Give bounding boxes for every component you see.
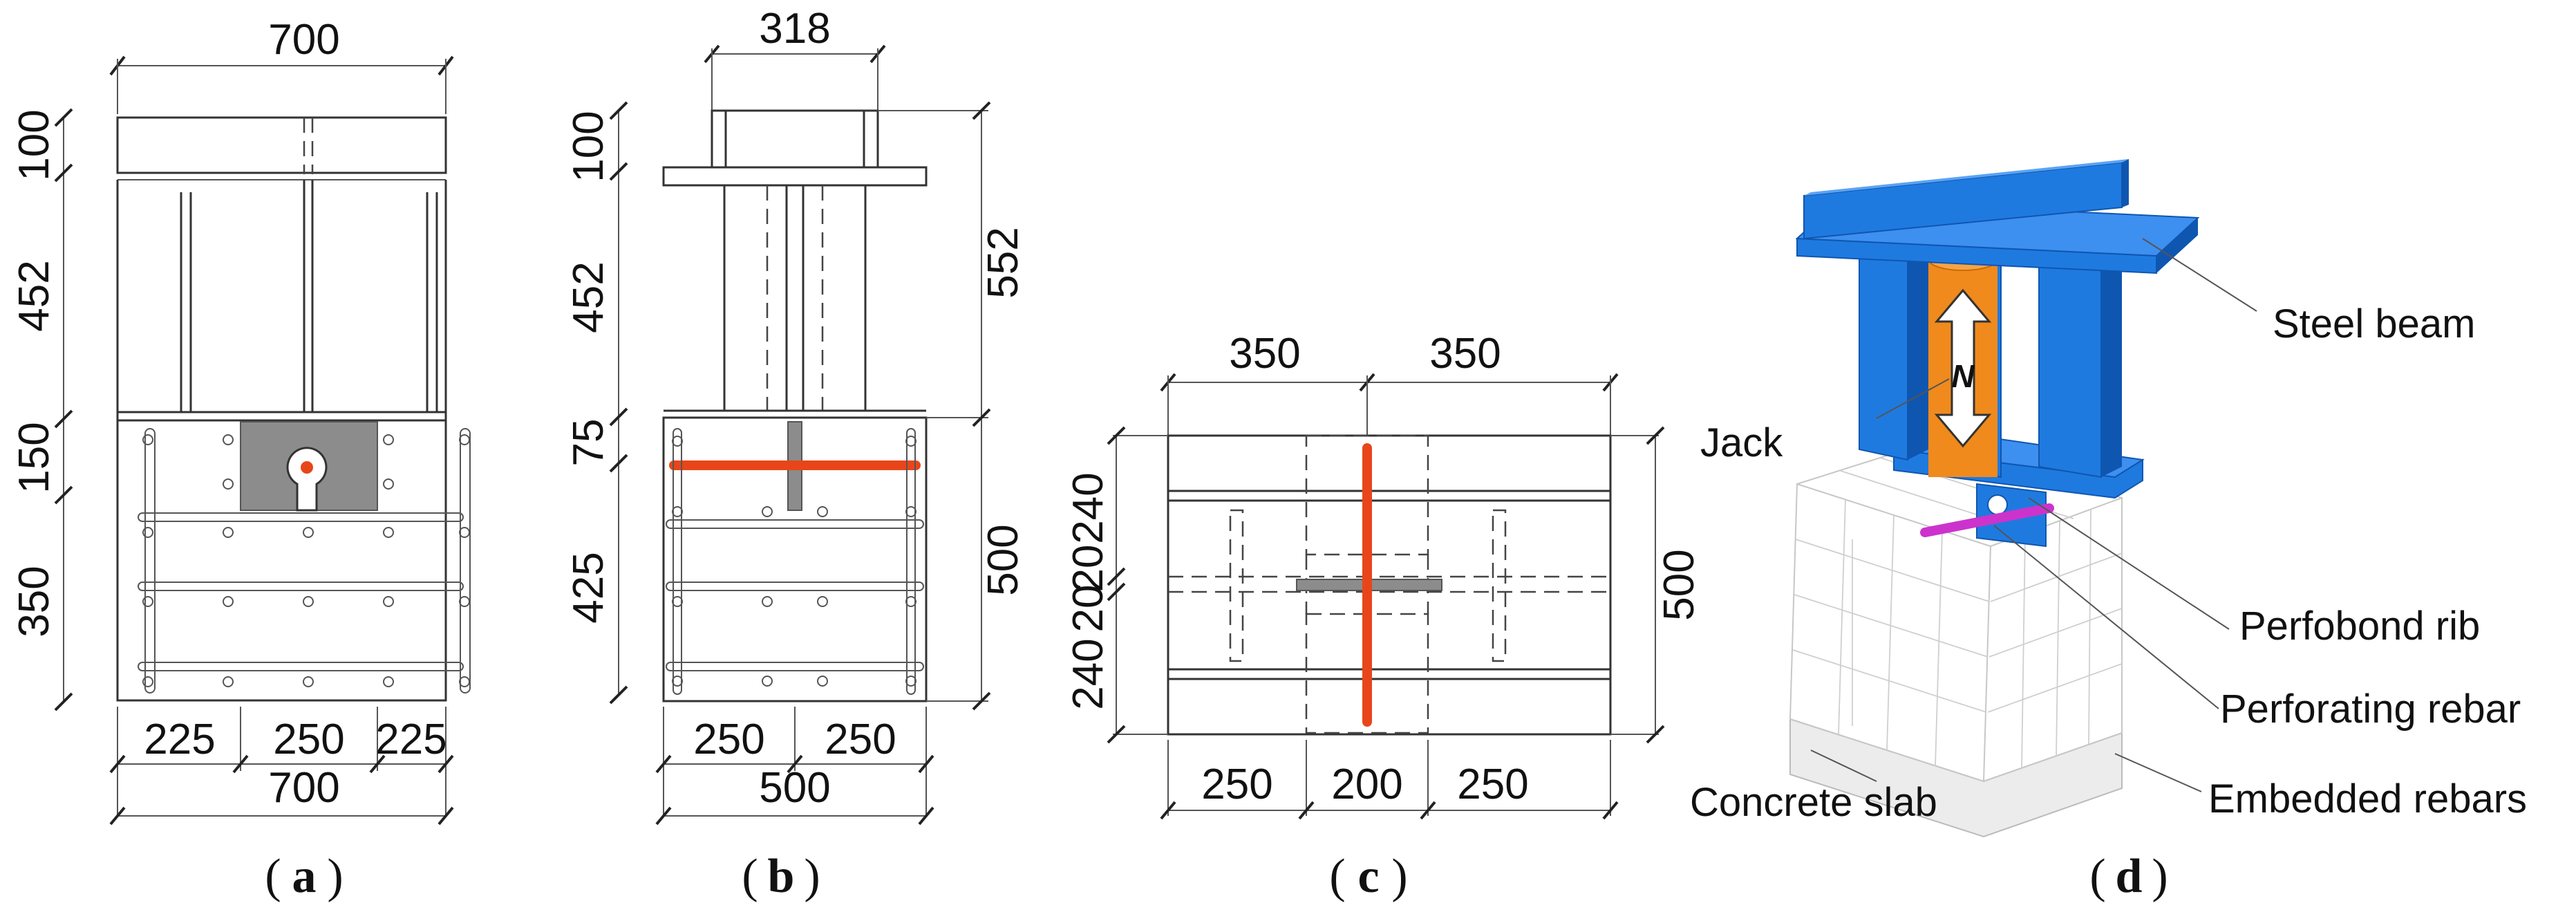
b-dim-web: 452	[565, 261, 612, 333]
b-dim-slab-top: 75	[565, 419, 612, 467]
b-dim-right: 250	[825, 716, 896, 763]
b-dim-bottom: 500	[759, 764, 830, 812]
c-dim-side-bottom: 240	[1064, 638, 1112, 709]
b-dim-slab-height: 500	[979, 524, 1027, 595]
a-dim-top-plate: 100	[10, 109, 58, 180]
b-concrete-slab	[662, 416, 928, 702]
caption-d-close: )	[2152, 850, 2168, 903]
c-dim-right: 500	[1655, 549, 1703, 620]
a-concrete-slab	[116, 419, 447, 702]
caption-a-close: )	[327, 850, 343, 903]
a-dim-left: 225	[144, 716, 215, 763]
caption-c-close: )	[1391, 850, 1407, 903]
c-dim-top-left: 350	[1229, 330, 1300, 378]
caption-a-open: (	[265, 850, 281, 903]
a-dim-slab-bottom: 350	[10, 566, 58, 637]
d-label-embedded: Embedded rebars	[2208, 776, 2527, 821]
d-label-steel-beam: Steel beam	[2273, 301, 2475, 346]
caption-b-close: )	[804, 850, 820, 903]
a-dim-bottom: 700	[268, 764, 339, 812]
caption-c-open: (	[1329, 850, 1345, 903]
caption-b-letter: b	[768, 850, 795, 903]
a-dim-mid: 250	[273, 716, 344, 763]
b-top-flange	[711, 109, 879, 169]
b-dim-slab-bottom: 425	[565, 552, 612, 623]
c-dim-bottom-mid: 200	[1331, 761, 1402, 808]
d-steel-beam	[1795, 159, 2200, 274]
c-dim-side-mid1: 20	[1064, 545, 1112, 593]
c-dim-side-top: 240	[1064, 472, 1112, 543]
b-dim-top-plate: 100	[565, 111, 612, 182]
caption-c-letter: c	[1357, 850, 1379, 903]
d-jack: N	[1928, 236, 1998, 477]
caption-b-open: (	[742, 850, 758, 903]
panel-a: 700 100 452 150 350	[10, 16, 471, 903]
d-label-perfobond: Perfobond rib	[2239, 604, 2480, 649]
c-dim-bottom-right: 250	[1457, 761, 1528, 808]
caption-d-open: (	[2089, 850, 2105, 903]
a-dim-top: 700	[268, 16, 339, 64]
b-dim-left: 250	[693, 716, 764, 763]
panel-c: 350 350 240 20 20 240	[1064, 330, 1703, 903]
a-dim-slab-top: 150	[10, 422, 58, 493]
d-label-perforating: Perforating rebar	[2220, 687, 2521, 732]
d-label-jack: Jack	[1700, 420, 1783, 465]
b-bottom-flange	[662, 166, 928, 187]
c-dim-bottom-left: 250	[1201, 761, 1272, 808]
c-dim-side-mid2: 20	[1064, 585, 1112, 633]
d-force-label: N	[1951, 358, 1975, 394]
c-dim-top-right: 350	[1429, 330, 1501, 378]
a-dim-right: 225	[375, 716, 446, 763]
d-perforating-rebar	[1920, 503, 2054, 537]
a-perforating-rebar-dot	[301, 461, 313, 474]
d-label-concrete: Concrete slab	[1690, 780, 1937, 825]
caption-a-letter: a	[292, 850, 317, 903]
b-dim-top: 318	[759, 5, 830, 53]
a-top-plate	[116, 116, 447, 174]
panel-d: N Steel beam Jack Perfobond rib Perforat…	[1690, 159, 2527, 903]
b-dim-height-total: 552	[979, 227, 1027, 298]
a-dim-web: 452	[10, 260, 58, 331]
d-concrete-slab	[1789, 441, 2123, 838]
caption-d-letter: d	[2116, 850, 2143, 903]
panel-b: 318 100 452 75 425	[565, 5, 1027, 903]
